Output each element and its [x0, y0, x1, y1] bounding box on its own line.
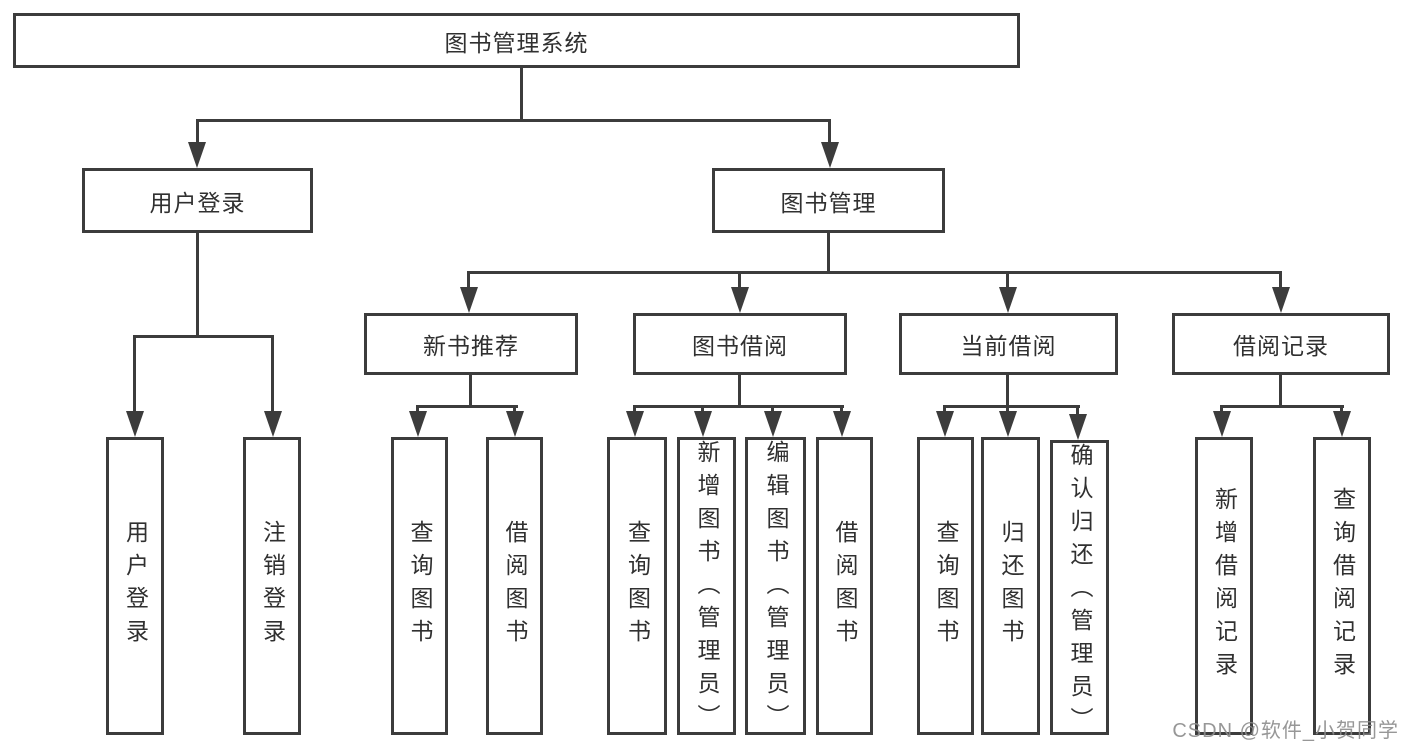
connector-line: [1076, 405, 1079, 415]
connector-line: [513, 405, 516, 415]
arrow-down-icon: [1069, 414, 1087, 440]
node-label: 查询图书: [407, 520, 433, 652]
node-borrowing-records: 借阅记录: [1172, 313, 1390, 375]
connector-line: [943, 405, 946, 415]
arrow-down-icon: [764, 411, 782, 437]
watermark-text: CSDN @软件_小贺同学: [1172, 720, 1399, 742]
node-label: 新增图书（管理员）: [694, 440, 720, 737]
connector-line: [1220, 405, 1223, 415]
arrow-down-icon: [460, 287, 478, 313]
node-new-book-recommendation: 新书推荐: [364, 313, 578, 375]
leaf-user-login: 用户登录: [106, 437, 164, 735]
node-library-management-system: 图书管理系统: [13, 13, 1020, 68]
connector-line: [1006, 405, 1009, 415]
node-label: 查询图书: [933, 520, 959, 652]
connector-line: [196, 119, 831, 122]
node-label: 归还图书: [998, 520, 1024, 652]
leaf-add-book-admin: 新增图书（管理员）: [677, 437, 736, 737]
connector-line: [701, 405, 704, 415]
connector-line: [416, 405, 419, 415]
arrow-down-icon: [188, 142, 206, 168]
connector-line: [417, 405, 518, 408]
leaf-return-books: 归还图书: [981, 437, 1040, 735]
connector-line: [1279, 271, 1282, 291]
node-label: 用户登录: [122, 520, 149, 652]
connector-line: [1340, 405, 1343, 415]
arrow-down-icon: [694, 411, 712, 437]
connector-line: [828, 119, 831, 146]
connector-line: [467, 271, 470, 291]
connector-line: [1006, 271, 1009, 291]
node-book-management: 图书管理: [712, 168, 945, 233]
node-label: 借阅图书: [832, 520, 858, 652]
connector-line: [196, 119, 199, 146]
connector-line: [840, 405, 843, 415]
leaf-logout: 注销登录: [243, 437, 301, 735]
leaf-borrow-books: 借阅图书: [816, 437, 873, 735]
connector-line: [271, 335, 274, 413]
arrow-down-icon: [506, 411, 524, 437]
leaf-edit-book-admin: 编辑图书（管理员）: [745, 437, 806, 737]
connector-line: [1006, 375, 1009, 407]
connector-line: [468, 271, 1282, 274]
leaf-query-books-current: 查询图书: [917, 437, 974, 735]
node-current-borrowing: 当前借阅: [899, 313, 1118, 375]
arrow-down-icon: [264, 411, 282, 437]
node-label: 编辑图书（管理员）: [763, 440, 789, 737]
connector-line: [634, 405, 844, 408]
leaf-query-books-borrowing: 查询图书: [607, 437, 667, 735]
arrow-down-icon: [731, 287, 749, 313]
node-label: 注销登录: [259, 520, 286, 652]
connector-line: [469, 375, 472, 407]
arrow-down-icon: [1213, 411, 1231, 437]
arrow-down-icon: [833, 411, 851, 437]
connector-line: [738, 271, 741, 291]
connector-line: [827, 233, 830, 273]
connector-line: [520, 67, 523, 121]
node-label: 查询图书: [624, 520, 651, 652]
connector-line: [133, 335, 274, 338]
node-label: 新增借阅记录: [1211, 487, 1238, 685]
node-book-borrowing: 图书借阅: [633, 313, 847, 375]
leaf-add-borrow-record: 新增借阅记录: [1195, 437, 1253, 735]
leaf-borrow-books-recommend: 借阅图书: [486, 437, 543, 735]
arrow-down-icon: [999, 411, 1017, 437]
connector-line: [738, 375, 741, 407]
arrow-down-icon: [936, 411, 954, 437]
node-label: 查询借阅记录: [1329, 487, 1356, 685]
connector-line: [944, 405, 1080, 408]
arrow-down-icon: [409, 411, 427, 437]
connector-line: [771, 405, 774, 415]
connector-line: [133, 335, 136, 413]
arrow-down-icon: [821, 142, 839, 168]
arrow-down-icon: [1333, 411, 1351, 437]
arrow-down-icon: [626, 411, 644, 437]
node-label: 借阅图书: [502, 520, 528, 652]
arrow-down-icon: [1272, 287, 1290, 313]
connector-line: [633, 405, 636, 415]
leaf-query-borrow-record: 查询借阅记录: [1313, 437, 1371, 735]
leaf-query-books-recommend: 查询图书: [391, 437, 448, 735]
connector-line: [1221, 405, 1344, 408]
connector-line: [196, 233, 199, 337]
arrow-down-icon: [126, 411, 144, 437]
node-user-login: 用户登录: [82, 168, 313, 233]
connector-line: [1279, 375, 1282, 407]
leaf-confirm-return-admin: 确认归还（管理员）: [1050, 440, 1109, 740]
arrow-down-icon: [999, 287, 1017, 313]
node-label: 确认归还（管理员）: [1067, 443, 1093, 740]
